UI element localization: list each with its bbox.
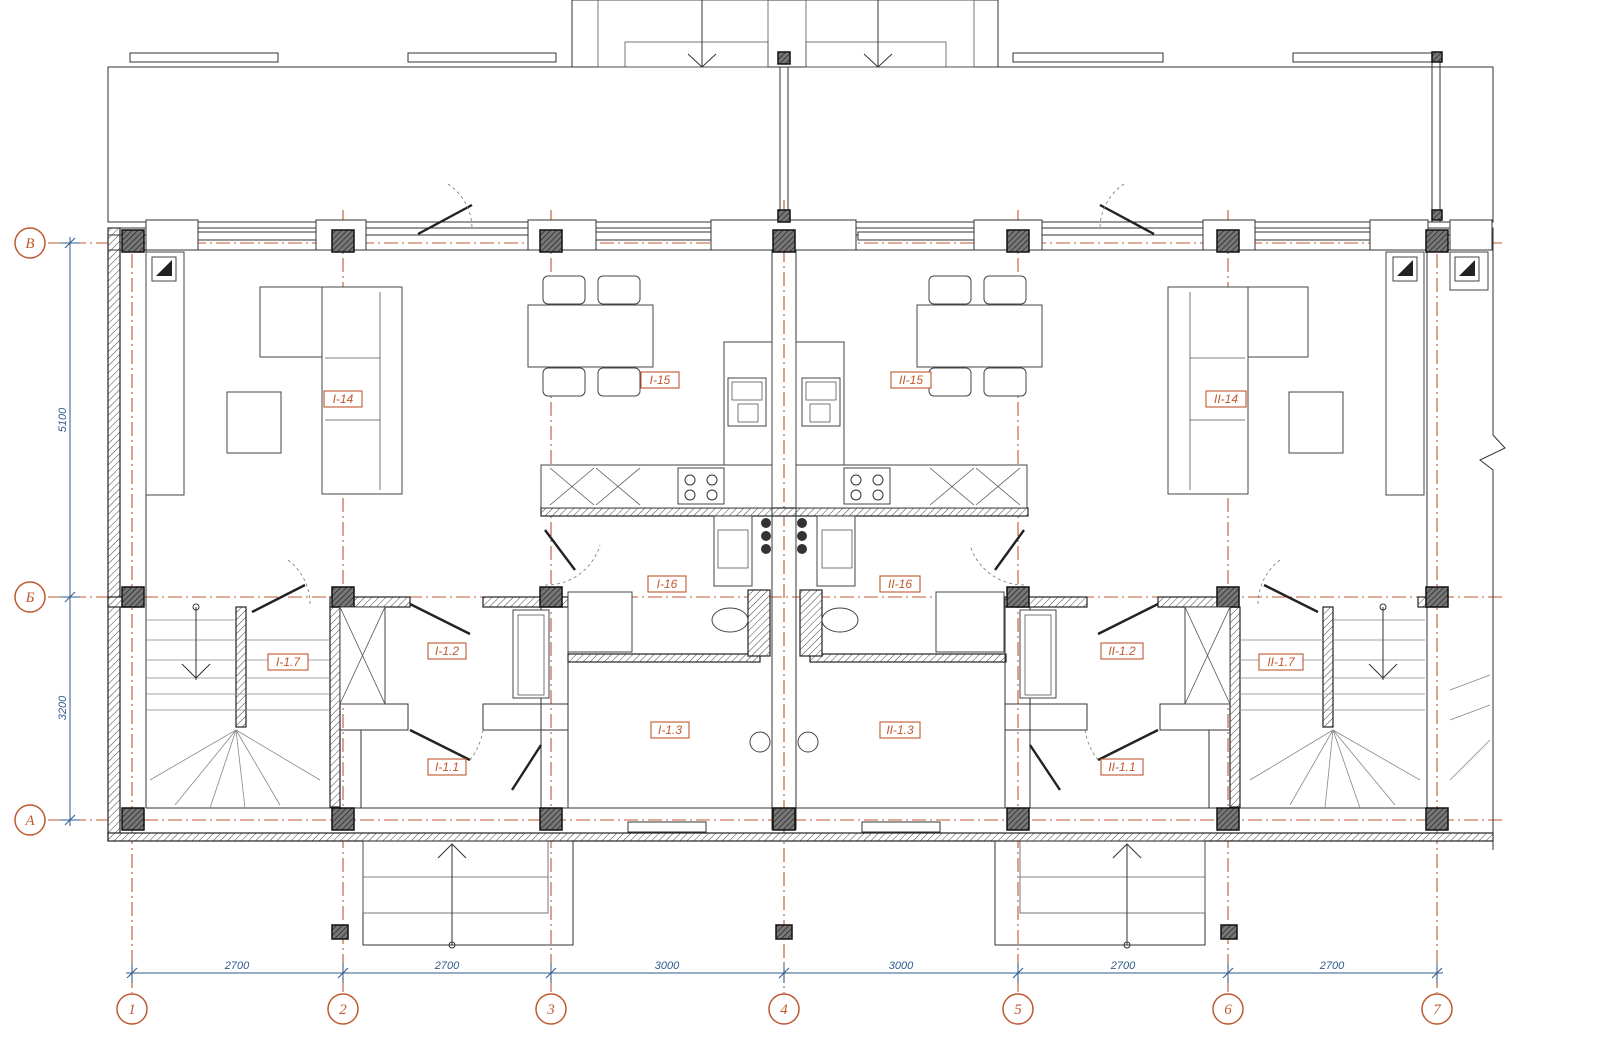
room-label-text: I-14 (333, 392, 354, 406)
room-label-ii11: II-1.1 (1100, 758, 1144, 776)
row-axis-labels: В Б А (14, 227, 46, 836)
room-label-ii12: II-1.2 (1100, 642, 1144, 660)
room-label-ii13: II-1.3 (879, 721, 921, 739)
kitchen-furniture (527, 275, 1043, 753)
room-label-text: I-15 (650, 373, 671, 387)
room-label-ii17: II-1.7 (1258, 653, 1304, 671)
room-label-text: II-14 (1214, 392, 1238, 406)
row-axis-v: В (25, 236, 34, 252)
dim-bottom-1: 2700 (224, 960, 250, 972)
room-label-ii16: II-16 (879, 575, 921, 593)
col-axis-6: 6 (1224, 1002, 1232, 1018)
room-label-text: II-1.2 (1108, 644, 1136, 658)
room-label-text: I-16 (657, 577, 678, 591)
doors (251, 183, 1319, 791)
room-label-text: II-16 (888, 577, 912, 591)
room-label-text: I-1.1 (435, 760, 459, 774)
room-label-ii14: II-14 (1205, 390, 1247, 408)
left-dimension-chain: 5100 3200 (57, 237, 80, 826)
col-axis-7: 7 (1433, 1002, 1442, 1018)
room-label-i16: I-16 (647, 575, 687, 593)
room-labels: I-14 I-15 I-16 I-1.7 I-1.2 I-1.3 I-1.1 (267, 371, 1304, 776)
room-label-i15: I-15 (640, 371, 680, 389)
wardrobes (339, 606, 1231, 705)
dim-bottom-2: 2700 (434, 960, 460, 972)
stairs (146, 603, 1491, 809)
room-label-text: II-15 (899, 373, 923, 387)
entrance-porches (362, 821, 1206, 949)
interior-walls (107, 250, 1441, 830)
col-axis-3: 3 (546, 1002, 555, 1018)
dim-left-2: 3200 (57, 695, 69, 720)
col-axis-2: 2 (339, 1002, 347, 1018)
room-label-text: II-1.1 (1108, 760, 1135, 774)
room-label-text: I-1.2 (435, 644, 459, 658)
column-axis-labels: 1 2 3 4 5 6 7 (116, 993, 1453, 1025)
room-label-text: I-1.7 (276, 655, 301, 669)
room-label-text: II-1.7 (1267, 655, 1296, 669)
room-label-i17: I-1.7 (267, 653, 309, 671)
col-axis-4: 4 (780, 1002, 788, 1018)
row-axis-b: Б (25, 590, 35, 606)
room-label-i13: I-1.3 (650, 721, 690, 739)
dim-bottom-4: 3000 (889, 960, 914, 972)
room-label-i12: I-1.2 (427, 642, 467, 660)
dim-bottom-5: 2700 (1110, 960, 1136, 972)
room-label-i14: I-14 (323, 390, 363, 408)
room-label-ii15: II-15 (890, 371, 932, 389)
row-axis-a: А (24, 813, 35, 829)
dim-bottom-6: 2700 (1319, 960, 1345, 972)
dim-bottom-3: 3000 (655, 960, 680, 972)
col-axis-5: 5 (1014, 1002, 1022, 1018)
room-label-text: I-1.3 (658, 723, 682, 737)
columns (121, 51, 1449, 940)
room-label-text: II-1.3 (886, 723, 914, 737)
terrace-outline (107, 0, 1494, 223)
dim-left-1: 5100 (57, 407, 69, 432)
col-axis-1: 1 (128, 1002, 136, 1018)
bottom-dimension-chain: 2700 2700 3000 3000 2700 2700 (126, 960, 1443, 983)
room-label-i11: I-1.1 (427, 758, 467, 776)
